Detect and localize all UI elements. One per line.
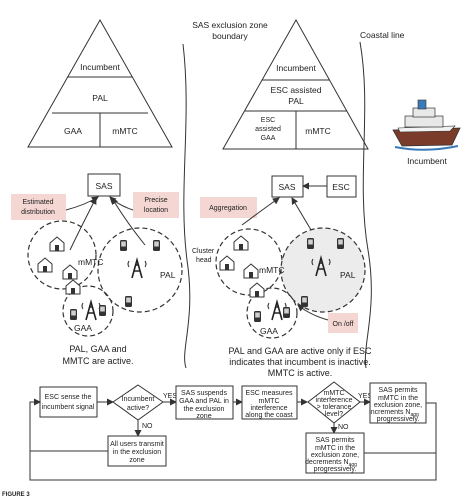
- svg-text:Incumbent: Incumbent: [122, 396, 155, 403]
- right-cluster-gaa: GAA: [260, 326, 278, 336]
- svg-text:SAS exclusion zone: SAS exclusion zone: [192, 20, 268, 30]
- svg-text:mMTC in the: mMTC in the: [315, 445, 355, 452]
- svg-text:SAS: SAS: [95, 181, 112, 191]
- svg-text:ESC sense the: ESC sense the: [45, 394, 92, 401]
- svg-text:MMTC is active.: MMTC is active.: [268, 368, 333, 378]
- svg-text:incumbent signal: incumbent signal: [42, 404, 95, 411]
- exclusion-boundary: SAS exclusion zone boundary: [182, 20, 268, 369]
- svg-text:Precise: Precise: [144, 197, 167, 204]
- svg-text:PAL, GAA and: PAL, GAA and: [69, 344, 126, 354]
- svg-text:SAS: SAS: [278, 182, 295, 192]
- right-sas-box: SAS: [271, 175, 304, 198]
- flow-no-2: NO: [338, 424, 349, 431]
- left-caption: PAL, GAA and MMTC are active.: [62, 344, 133, 366]
- svg-text:interference: interference: [251, 405, 288, 412]
- svg-text:active?: active?: [127, 405, 149, 412]
- left-pyramid-mmtc: mMTC: [112, 126, 138, 136]
- svg-text:> tolerance: > tolerance: [317, 404, 352, 411]
- right-pyramid-esc-pal: ESC assisted: [270, 85, 321, 95]
- left-arrows: [65, 196, 146, 251]
- svg-text:in the exclusion: in the exclusion: [113, 449, 161, 456]
- svg-text:increments Nagg: increments Nagg: [369, 409, 419, 418]
- right-onoff-callout: On /off: [328, 313, 358, 333]
- svg-text:PAL: PAL: [288, 96, 304, 106]
- figure-caption: FIGURE 3: [2, 492, 30, 498]
- incumbent-label: Incumbent: [407, 156, 447, 166]
- svg-text:PAL and GAA are active only if: PAL and GAA are active only if ESC: [228, 346, 372, 356]
- right-clusters: Cluster head mMTC PAL GAA: [192, 227, 366, 339]
- svg-text:decrements Nagg: decrements Nagg: [305, 459, 357, 468]
- coastal-line: Coastal line: [359, 30, 405, 369]
- left-cluster-mmtc: mMTC: [78, 257, 104, 267]
- left-pyramid-pal: PAL: [92, 93, 108, 103]
- left-callout-precise: Precise location: [133, 192, 179, 218]
- flow-sas-permits-increments-box: SAS permits mMTC in the exclusion zone, …: [369, 382, 427, 424]
- svg-text:head: head: [196, 257, 212, 264]
- svg-text:Estimated: Estimated: [22, 199, 53, 206]
- svg-text:ESC measures: ESC measures: [245, 390, 293, 397]
- left-callout-estimated: Estimated distribution: [11, 194, 66, 220]
- left-pyramid-incumbent: Incumbent: [80, 62, 120, 72]
- svg-text:indicates that incumbent is in: indicates that incumbent is inactive.: [229, 357, 371, 367]
- svg-text:along the coast: along the coast: [245, 412, 293, 419]
- svg-text:interference: interference: [316, 397, 353, 404]
- svg-text:distribution: distribution: [21, 209, 55, 216]
- svg-text:Aggregation: Aggregation: [209, 205, 247, 212]
- flow-esc-measures-box: ESC measures mMTC interference along the…: [241, 385, 298, 420]
- svg-text:mMTC: mMTC: [259, 398, 280, 405]
- svg-text:exclusion zone,: exclusion zone,: [311, 452, 359, 459]
- svg-text:level?: level?: [325, 411, 343, 418]
- svg-text:the exclusion: the exclusion: [184, 406, 225, 413]
- flow-no-1: NO: [142, 423, 153, 430]
- flow-yes-1: YES: [163, 393, 177, 400]
- svg-text:progressively.: progressively.: [314, 466, 357, 473]
- svg-text:boundary: boundary: [212, 31, 248, 41]
- right-cluster-pal: PAL: [340, 270, 356, 280]
- flow-incumbent-active-diamond: Incumbent active?: [112, 384, 164, 421]
- svg-text:ESC: ESC: [332, 182, 349, 192]
- left-pyramid: Incumbent PAL GAA mMTC: [27, 18, 173, 148]
- flow-esc-sense-box: ESC sense the incumbent signal: [39, 386, 98, 418]
- flow-interference-diamond: mMTC interference > tolerance level?: [307, 381, 361, 424]
- left-cluster-gaa: GAA: [74, 323, 92, 333]
- svg-text:mMTC: mMTC: [324, 390, 345, 397]
- left-cluster-pal: PAL: [160, 270, 176, 280]
- left-clusters: mMTC PAL GAA: [27, 220, 183, 337]
- right-pyramid-esc-gaa: ESC: [261, 117, 275, 124]
- svg-text:zone: zone: [196, 413, 211, 420]
- right-cluster-head: Cluster: [192, 248, 215, 255]
- right-cluster-mmtc: mMTC: [259, 265, 285, 275]
- svg-text:MMTC are active.: MMTC are active.: [62, 356, 133, 366]
- svg-text:assisted: assisted: [255, 126, 281, 133]
- right-pyramid-incumbent: Incumbent: [276, 63, 316, 73]
- svg-text:GAA and PAL in: GAA and PAL in: [179, 398, 229, 405]
- flow-sas-suspends-box: SAS suspends GAA and PAL in the exclusio…: [175, 385, 234, 420]
- svg-text:SAS permits: SAS permits: [379, 387, 418, 394]
- left-sas-box: SAS: [87, 173, 121, 197]
- flow-all-users-box: All users transmit in the exclusion zone: [107, 435, 167, 467]
- ship-icon: [392, 99, 461, 151]
- svg-text:GAA: GAA: [261, 135, 276, 142]
- svg-text:SAS suspends: SAS suspends: [181, 390, 227, 397]
- svg-text:exclusion zone,: exclusion zone,: [374, 402, 422, 409]
- flow-sas-permits-decrements-box: SAS permits mMTC in the exclusion zone, …: [305, 432, 365, 474]
- svg-text:On /off: On /off: [333, 321, 354, 328]
- svg-text:All users transmit: All users transmit: [110, 441, 164, 448]
- right-esc-box: ESC: [302, 175, 357, 198]
- svg-text:Coastal line: Coastal line: [360, 30, 405, 40]
- svg-text:progressively.: progressively.: [377, 416, 420, 423]
- svg-text:mMTC in the: mMTC in the: [378, 395, 418, 402]
- right-callout-aggregation: Aggregation: [200, 197, 257, 218]
- flowchart: ESC sense the incumbent signal Incumbent…: [29, 381, 437, 481]
- right-pyramid-mmtc: mMTC: [305, 126, 331, 136]
- svg-text:location: location: [144, 207, 168, 214]
- right-pyramid: Incumbent ESC assisted PAL ESC assisted …: [222, 18, 369, 150]
- right-caption: PAL and GAA are active only if ESC indic…: [228, 346, 372, 378]
- left-pyramid-gaa: GAA: [64, 126, 82, 136]
- svg-text:zone: zone: [129, 457, 144, 464]
- svg-text:SAS permits: SAS permits: [316, 437, 355, 444]
- flow-yes-2: YES: [358, 393, 372, 400]
